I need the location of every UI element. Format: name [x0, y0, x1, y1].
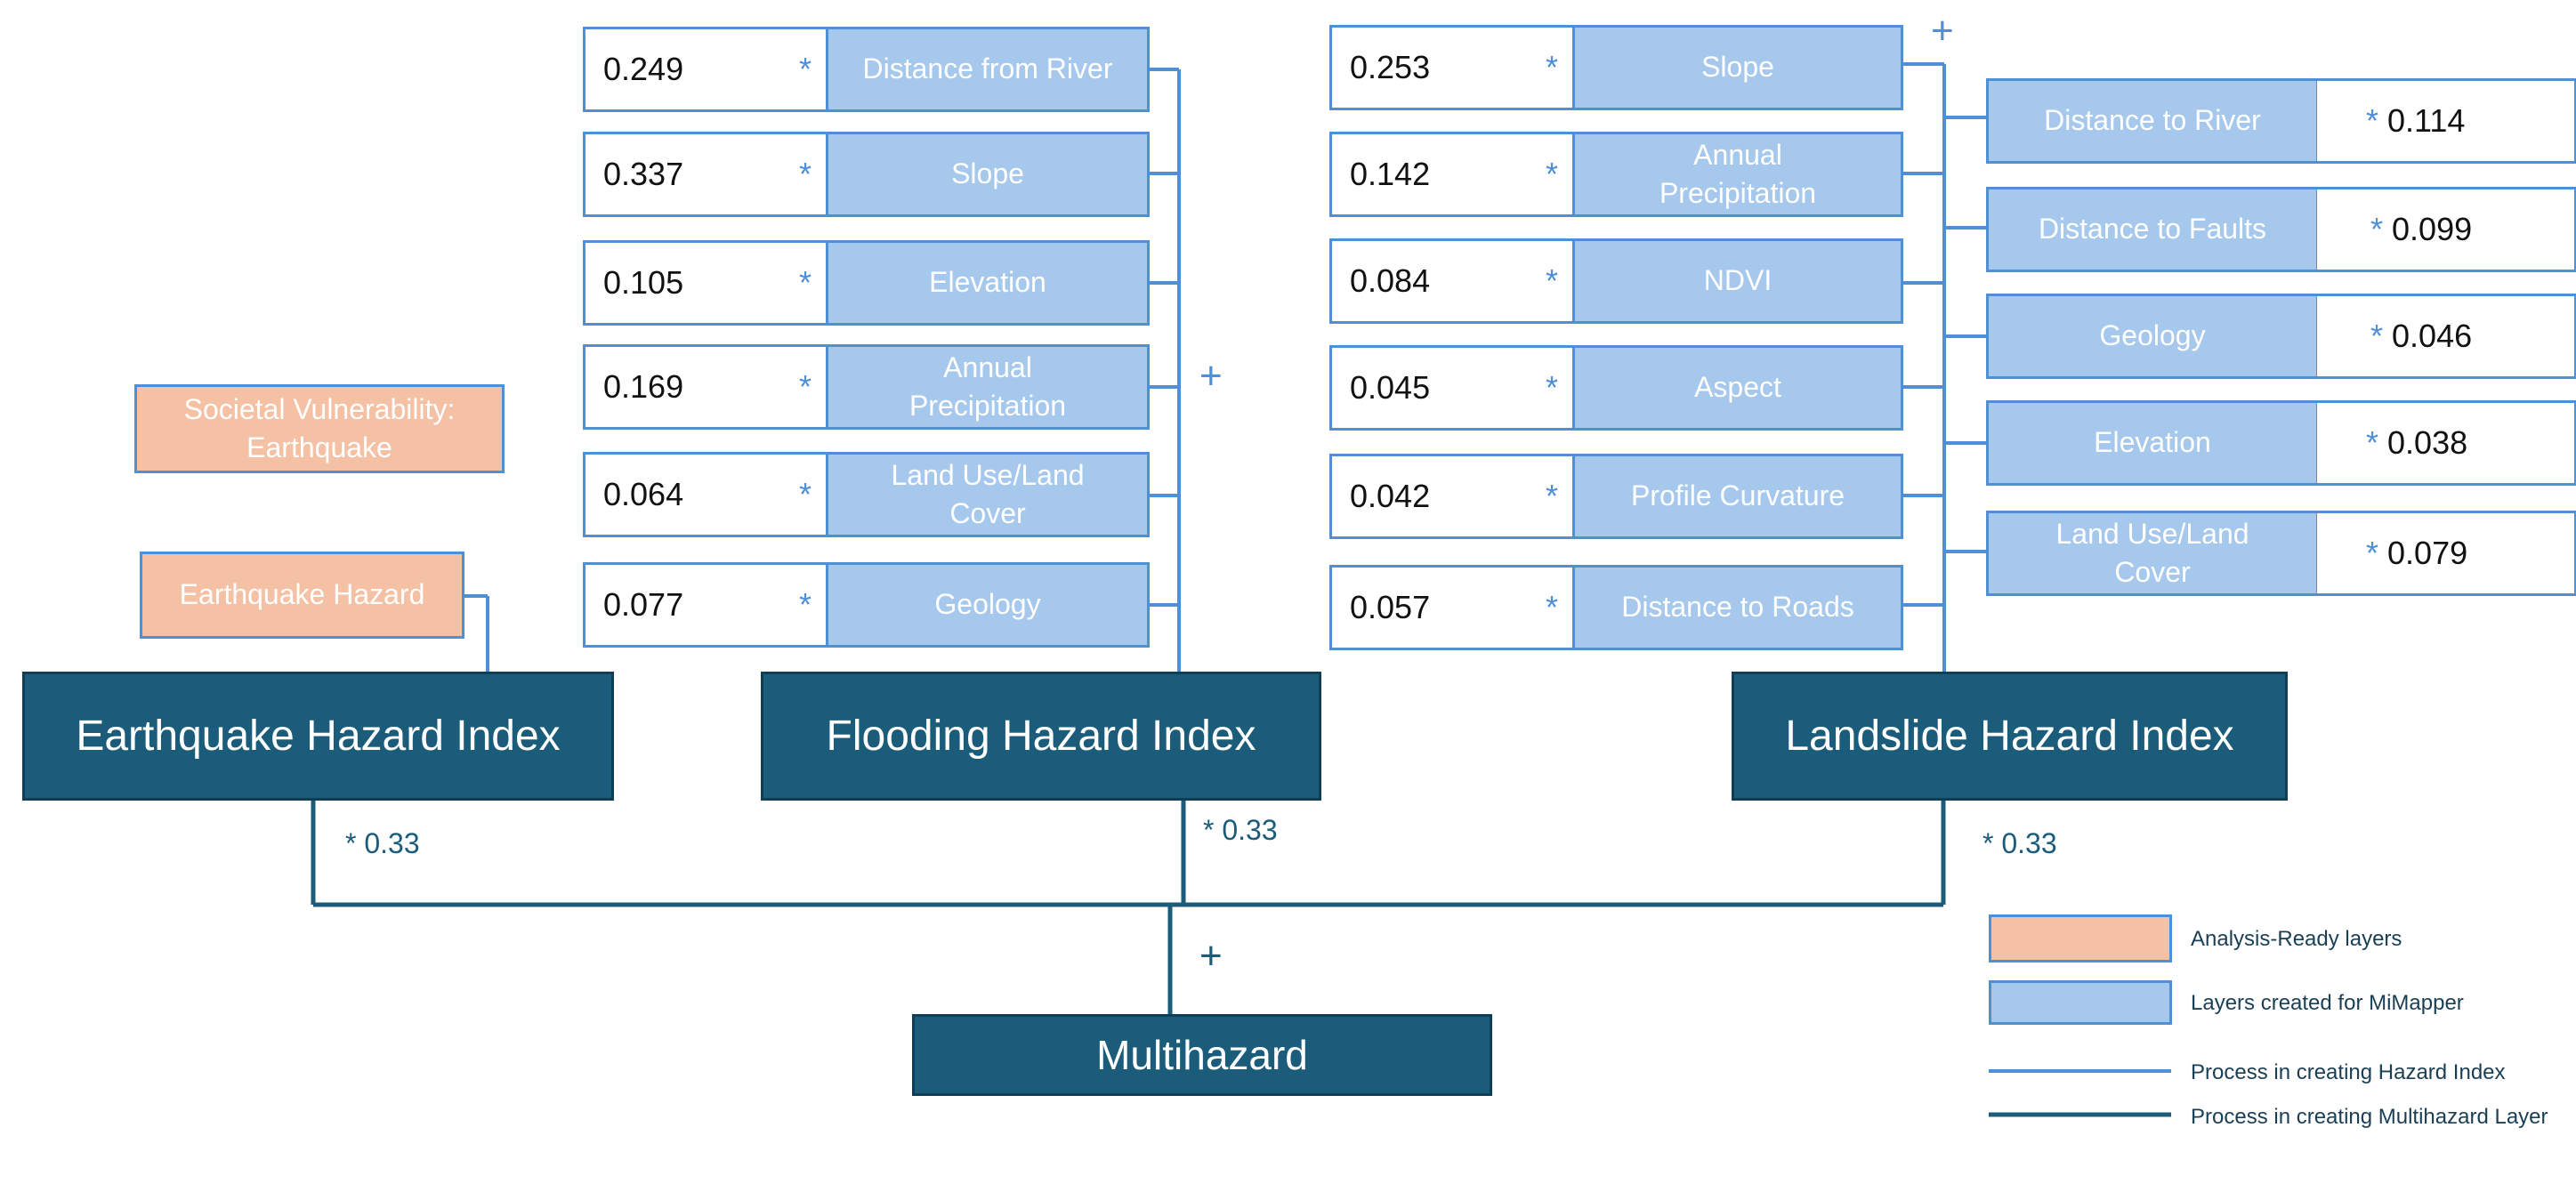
- multihazard-sum-sign: +: [1199, 934, 1223, 978]
- weight-value: 0.114: [2387, 102, 2466, 139]
- flooding-hazard-index: Flooding Hazard Index: [761, 672, 1321, 801]
- weight-value: 0.099: [2392, 211, 2473, 247]
- earthquake-multiplier: * 0.33: [345, 827, 420, 859]
- legend-label: Process in creating Multihazard Layer: [2191, 1105, 2548, 1129]
- legend-label: Layers created for MiMapper: [2191, 991, 2464, 1015]
- multiply-sign: *: [2366, 535, 2379, 571]
- landslide-weight-cell: 0.042 *: [1329, 454, 1574, 539]
- weight-value: 0.042: [1350, 478, 1431, 514]
- weight-value: 0.079: [2387, 535, 2468, 571]
- legend-label: Process in creating Hazard Index: [2191, 1060, 2506, 1084]
- landslide-factor-label: Slope: [1572, 25, 1903, 110]
- flooding-factor-label: Annual Precipitation: [826, 344, 1150, 430]
- multiply-sign: *: [2366, 424, 2379, 461]
- flooding-factor-label: Elevation: [826, 240, 1150, 326]
- landslide-factor-label: Annual Precipitation: [1572, 132, 1903, 217]
- landslide-factor-label: Land Use/Land Cover: [1986, 511, 2319, 596]
- flooding-factor-label: Geology: [826, 562, 1150, 648]
- landslide-weight-cell: * 0.079: [2317, 511, 2576, 596]
- multiply-sign: *: [798, 586, 812, 623]
- multiply-sign: *: [1545, 589, 1558, 625]
- legend-swatch-analysis-ready: [1989, 914, 2172, 963]
- landslide-factor-label: Geology: [1986, 294, 2319, 379]
- earthquake-hazard-index: Earthquake Hazard Index: [22, 672, 614, 801]
- landslide-weight-cell: 0.253 *: [1329, 25, 1574, 110]
- multiply-sign: *: [2370, 211, 2384, 247]
- flooding-factor-label: Distance from River: [826, 27, 1150, 112]
- landslide-factor-label: Distance to River: [1986, 78, 2319, 164]
- multiply-sign: *: [2366, 102, 2379, 139]
- flooding-weight-cell: 0.105 *: [583, 240, 828, 326]
- flooding-connectors: [1148, 68, 1181, 672]
- flooding-weight-cell: 0.064 *: [583, 452, 828, 537]
- weight-value: 0.253: [1350, 49, 1431, 85]
- landslide-connectors: [1902, 62, 1986, 672]
- multiply-sign: *: [1545, 156, 1558, 192]
- multiply-sign: *: [2370, 318, 2384, 354]
- weight-value: 0.038: [2387, 424, 2468, 461]
- multiply-sign: *: [1545, 478, 1558, 514]
- multiply-sign: *: [798, 368, 812, 405]
- flooding-weight-cell: 0.337 *: [583, 132, 828, 217]
- landslide-weight-cell: * 0.046: [2317, 294, 2576, 379]
- flooding-sum-sign: +: [1199, 354, 1223, 398]
- landslide-factor-label: Elevation: [1986, 400, 2319, 486]
- landslide-sum-sign: +: [1931, 9, 1954, 52]
- multihazard-connectors: [311, 799, 1946, 1014]
- landslide-factor-label: Aspect: [1572, 345, 1903, 431]
- earthquake-hazard-layer: Earthquake Hazard: [140, 552, 464, 639]
- flooding-weight-cell: 0.169 *: [583, 344, 828, 430]
- weight-value: 0.169: [603, 368, 684, 405]
- landslide-weight-cell: 0.142 *: [1329, 132, 1574, 217]
- legend-label: Analysis-Ready layers: [2191, 927, 2402, 951]
- landslide-factor-label: Profile Curvature: [1572, 454, 1903, 539]
- landslide-weight-cell: 0.057 *: [1329, 565, 1574, 650]
- weight-value: 0.046: [2392, 318, 2473, 354]
- weight-value: 0.337: [603, 156, 684, 192]
- flooding-weight-cell: 0.077 *: [583, 562, 828, 648]
- flooding-multiplier: * 0.33: [1203, 814, 1278, 846]
- weight-value: 0.064: [603, 476, 684, 512]
- landslide-factor-label: Distance to Faults: [1986, 187, 2319, 272]
- legend-swatch-created-layers: [1989, 980, 2172, 1025]
- multihazard-layer: Multihazard: [912, 1014, 1492, 1096]
- multiply-sign: *: [798, 51, 812, 87]
- earthquake-connectors: [463, 594, 489, 672]
- multiply-sign: *: [1545, 262, 1558, 299]
- multiply-sign: *: [1545, 369, 1558, 406]
- weight-value: 0.057: [1350, 589, 1431, 625]
- landslide-hazard-index: Landslide Hazard Index: [1732, 672, 2288, 801]
- landslide-weight-cell: * 0.038: [2317, 400, 2576, 486]
- multiply-sign: *: [1545, 49, 1558, 85]
- multiply-sign: *: [798, 264, 812, 301]
- landslide-factor-label: Distance to Roads: [1572, 565, 1903, 650]
- flooding-factor-label: Slope: [826, 132, 1150, 217]
- multiply-sign: *: [798, 476, 812, 512]
- landslide-weight-cell: * 0.099: [2317, 187, 2576, 272]
- weight-value: 0.249: [603, 51, 684, 87]
- societal-vulnerability-layer: Societal Vulnerability: Earthquake: [134, 384, 505, 473]
- weight-value: 0.084: [1350, 262, 1431, 299]
- landslide-weight-cell: 0.084 *: [1329, 238, 1574, 324]
- landslide-factor-label: NDVI: [1572, 238, 1903, 324]
- landslide-weight-cell: 0.045 *: [1329, 345, 1574, 431]
- flooding-weight-cell: 0.249 *: [583, 27, 828, 112]
- weight-value: 0.142: [1350, 156, 1431, 192]
- multiply-sign: *: [798, 156, 812, 192]
- weight-value: 0.077: [603, 586, 684, 623]
- weight-value: 0.105: [603, 264, 684, 301]
- landslide-weight-cell: * 0.114: [2317, 78, 2576, 164]
- weight-value: 0.045: [1350, 369, 1431, 406]
- flooding-factor-label: Land Use/Land Cover: [826, 452, 1150, 537]
- landslide-multiplier: * 0.33: [1982, 827, 2057, 859]
